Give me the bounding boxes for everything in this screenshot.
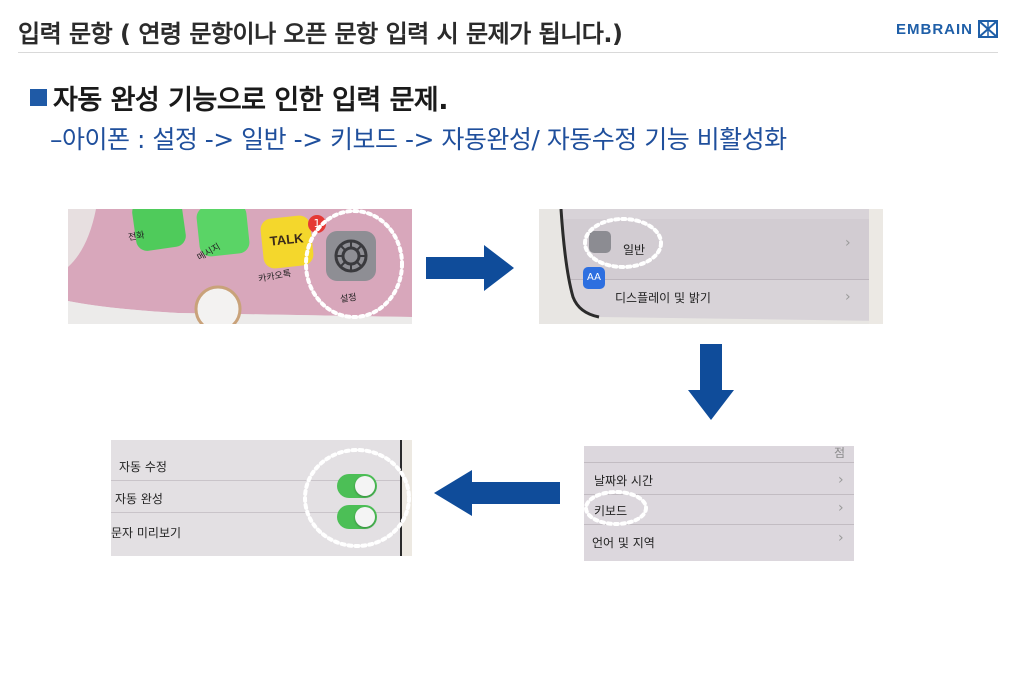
- row-label-preview: 문자 미리보기: [111, 526, 182, 540]
- settings-gear-icon: [326, 231, 376, 281]
- divider-line: [111, 512, 412, 513]
- chevron-right-icon: ›: [838, 500, 844, 516]
- highlight-circle-toggles: [303, 448, 411, 548]
- fragment-text: 점: [834, 446, 846, 460]
- highlight-circle-general: [583, 217, 663, 269]
- badge-count: 1: [313, 217, 321, 230]
- autocomplete-toggle[interactable]: [337, 505, 377, 529]
- square-bullet-icon: [30, 89, 47, 106]
- slide-header: 입력 문항 ( 연령 문항이나 오픈 문항 입력 시 문제가 됩니다.) EMB…: [18, 10, 998, 53]
- highlight-circle-keyboard: [584, 490, 648, 526]
- chevron-right-icon: ›: [838, 472, 844, 488]
- row-label-autocomplete: 자동 완성: [115, 492, 163, 506]
- photo-settings-general: 일반 › AA 디스플레이 및 밝기 ›: [539, 209, 883, 324]
- bullet-text: 자동 완성 기능으로 인한 입력 문제.: [53, 85, 449, 116]
- row-label-display: 디스플레이 및 밝기: [615, 291, 711, 305]
- autocorrect-toggle[interactable]: [337, 474, 377, 498]
- gear-icon: [334, 239, 368, 273]
- embrain-logo-icon: [978, 20, 998, 38]
- row-label-keyboard: 키보드: [594, 504, 628, 518]
- photo-home-screen: 전화 메시지 TALK 1 카카오톡 설정: [68, 209, 412, 324]
- chevron-right-icon: ›: [845, 235, 851, 251]
- divider-line: [584, 524, 854, 525]
- row-label-autocorrect: 자동 수정: [119, 460, 167, 474]
- divider-line: [584, 494, 854, 495]
- row-label-language: 언어 및 지역: [592, 536, 655, 550]
- bullet-heading: 자동 완성 기능으로 인한 입력 문제.: [30, 78, 449, 117]
- phone-bezel-shape: [400, 440, 412, 556]
- arrow-down-icon: [688, 344, 734, 420]
- notification-badge: 1: [308, 215, 326, 233]
- brand-logo: EMBRAIN: [896, 20, 998, 38]
- photo-settings-keyboard: 점 날짜와 시간 › 키보드 › 언어 및 지역 ›: [584, 446, 854, 561]
- divider-line: [584, 462, 854, 463]
- row-label-general: 일반: [623, 243, 646, 257]
- instruction-text: –아이폰 : 설정 -> 일반 -> 키보드 -> 자동완성/ 자동수정 기능 …: [50, 125, 787, 154]
- toggle-knob: [355, 507, 375, 527]
- toggle-knob: [355, 476, 375, 496]
- general-gear-icon: [589, 231, 611, 253]
- highlight-circle-settings: [304, 209, 404, 319]
- brand-name: EMBRAIN: [896, 20, 973, 38]
- row-label-datetime: 날짜와 시간: [594, 474, 654, 488]
- page-title: 입력 문항 ( 연령 문항이나 오픈 문항 입력 시 문제가 됩니다.): [18, 20, 623, 48]
- divider-line: [111, 480, 412, 481]
- phone-bezel-shape: [539, 209, 883, 324]
- photo-keyboard-toggles: 자동 수정 자동 완성 문자 미리보기: [111, 440, 412, 556]
- chevron-right-icon: ›: [845, 289, 851, 305]
- arrow-right-icon: [426, 245, 514, 291]
- chevron-right-icon: ›: [838, 530, 844, 546]
- display-aa-icon: AA: [583, 267, 605, 289]
- arrow-left-icon: [434, 470, 560, 516]
- aa-label: AA: [587, 272, 601, 283]
